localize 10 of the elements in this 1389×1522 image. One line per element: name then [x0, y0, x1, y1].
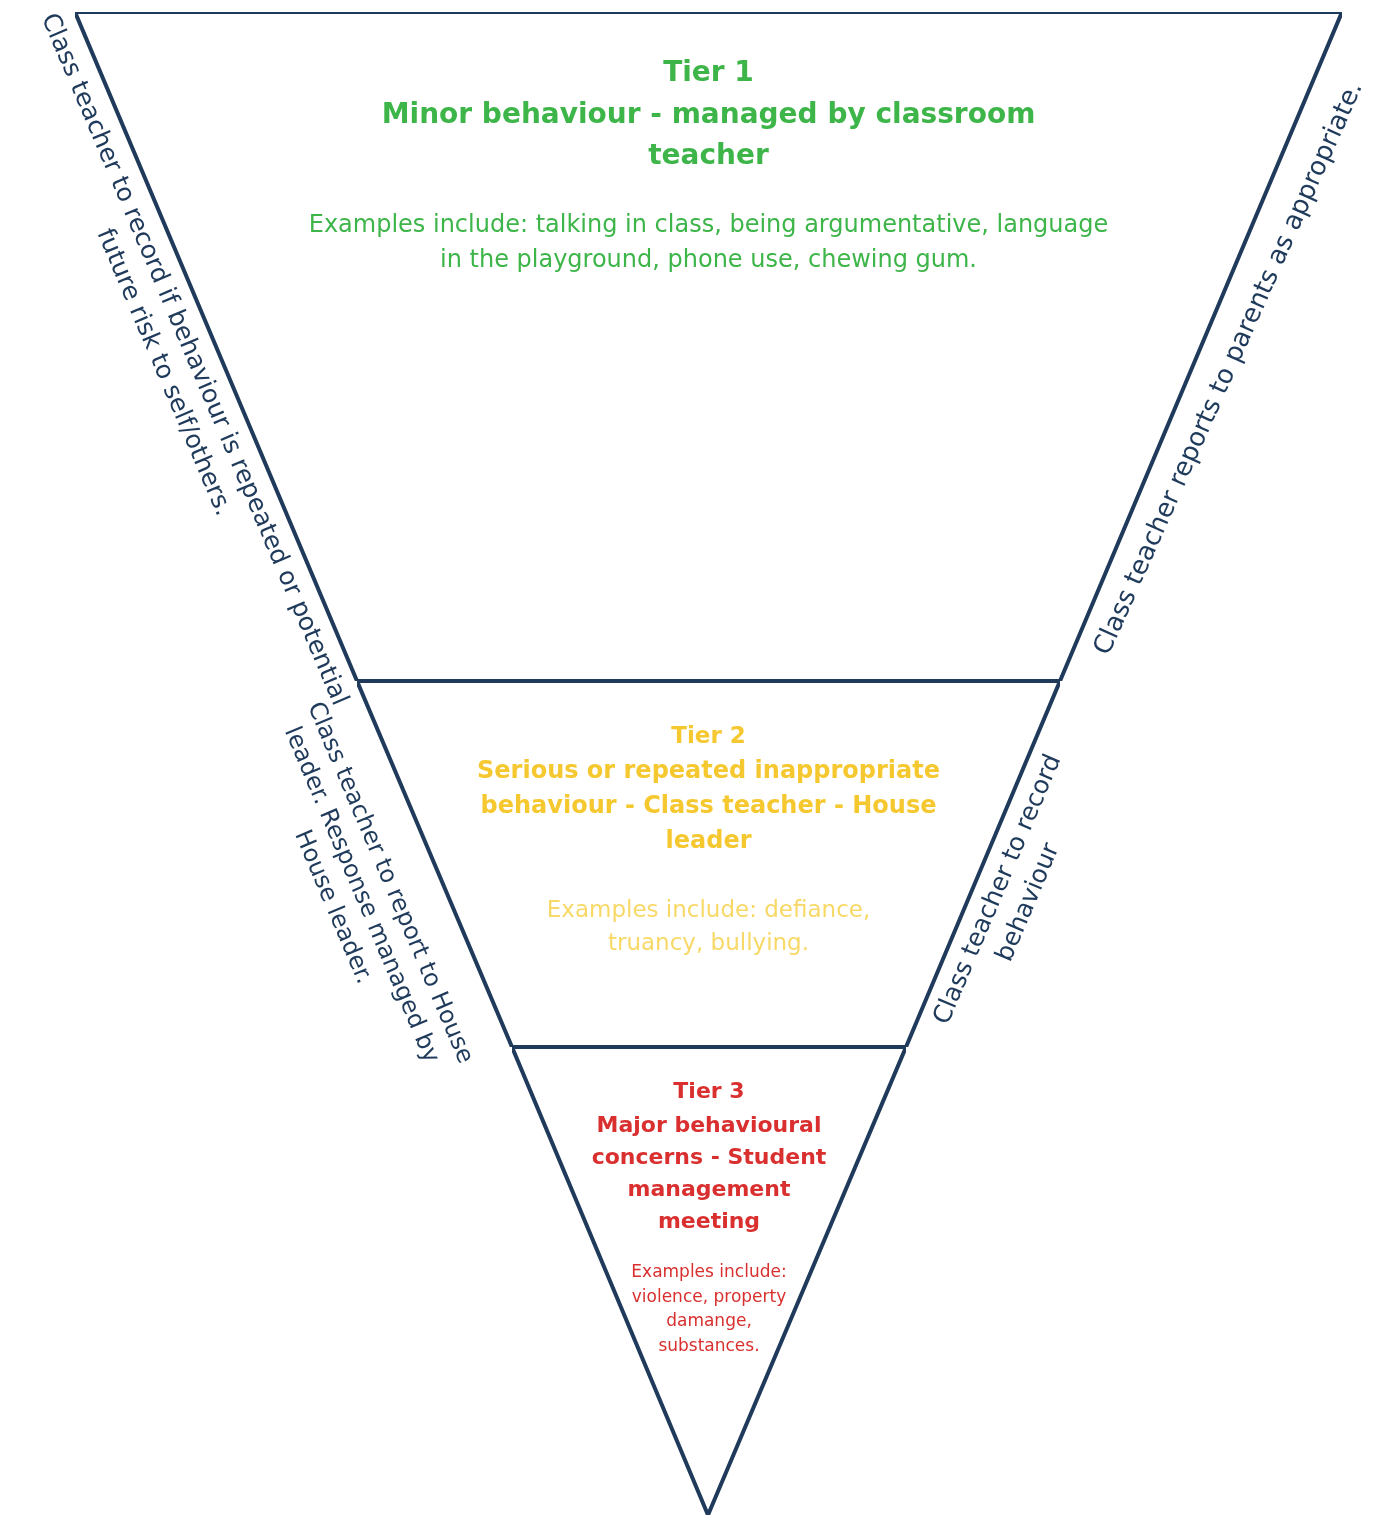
examples-text: Examples include: defiance, truancy, bullying.	[545, 895, 872, 958]
tier-label: Tier 3	[672, 1077, 746, 1105]
tier-heading: Major behavioural concerns - Student management meeting	[590, 1111, 828, 1235]
tier-band	[512, 1047, 906, 1515]
examples-text: Examples include: violence, property damange, substances.	[630, 1260, 788, 1357]
examples-text: Examples include: talking in class, being argumentative, language in the playground, phone use, chewing gum.	[307, 209, 1110, 275]
tier-heading: Serious or repeated inappropriate behaviour - Class teacher - House leader	[476, 755, 941, 856]
tier-label: Tier 2	[670, 721, 747, 750]
tier-heading: Minor behaviour - managed by classroom teacher	[380, 96, 1037, 173]
tier-label: Tier 1	[662, 54, 755, 90]
